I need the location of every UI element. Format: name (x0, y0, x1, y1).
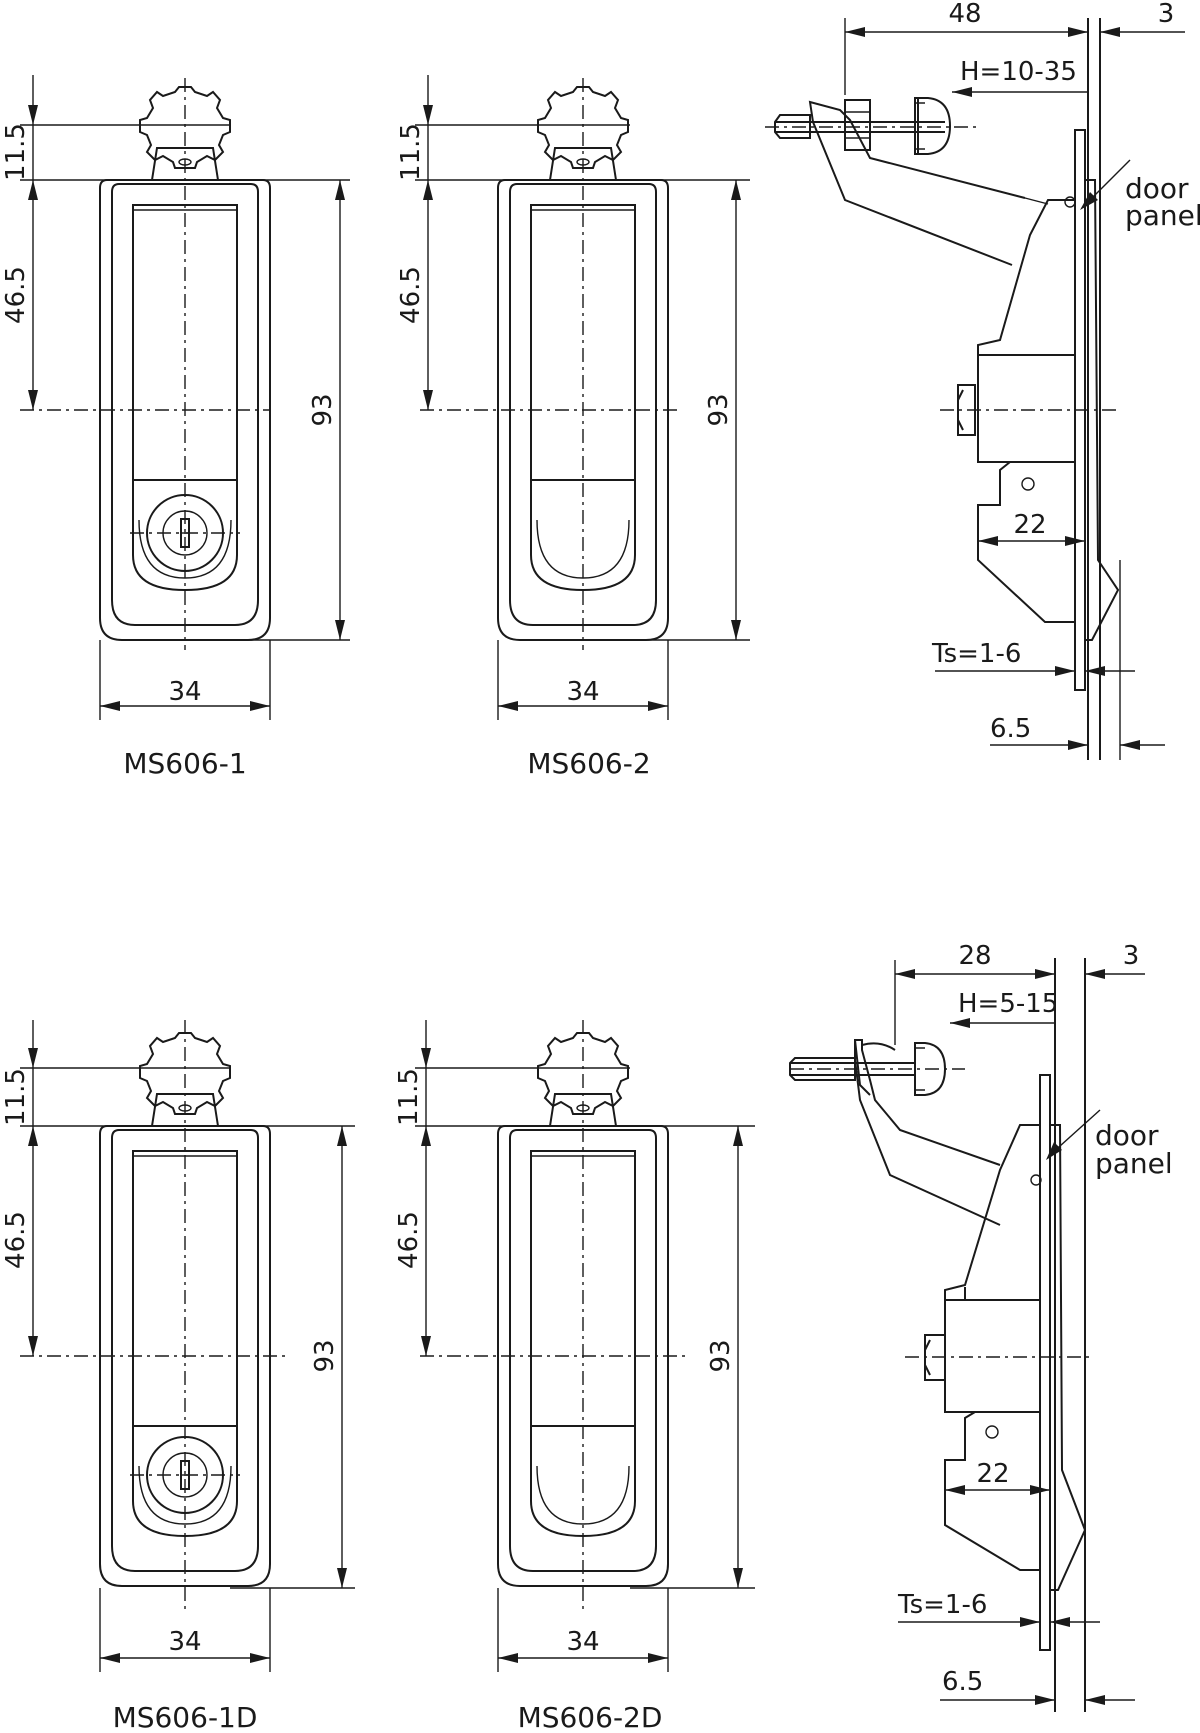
view-ms606-1: 11.5 46.5 93 34 MS606-1 (1, 75, 350, 780)
view-caption: MS606-2D (518, 1701, 663, 1733)
dim-top-height: 11.5 (394, 1068, 424, 1126)
view-ms606-1d: 11.5 46.5 93 34 MS606-1D (1, 1020, 355, 1733)
dim-3: 3 (1158, 0, 1175, 29)
dim-mid-height: 46.5 (396, 266, 426, 324)
view-caption: MS606-2 (527, 747, 650, 780)
dim-22: 22 (1013, 510, 1046, 540)
dim-total-height: 93 (308, 393, 338, 426)
dim-mid-height: 46.5 (1, 266, 31, 324)
dim-3: 3 (1123, 941, 1140, 971)
dim-6-5: 6.5 (990, 714, 1031, 744)
h-range-label: H=10-35 (960, 57, 1077, 87)
dim-width: 34 (566, 677, 599, 707)
dim-top-height: 11.5 (1, 1068, 31, 1126)
view-caption: MS606-1D (113, 1701, 258, 1733)
dim-width: 34 (566, 1627, 599, 1657)
dim-top-height: 11.5 (1, 123, 31, 181)
dim-top-height: 11.5 (396, 123, 426, 181)
h-range-label: H=5-15 (958, 989, 1058, 1019)
ts-label: Ts=1-6 (897, 1590, 987, 1620)
view-ms606-2d: 11.5 46.5 93 34 MS606-2D (394, 1020, 755, 1733)
side-view-bottom: 28 3 H=5-15 door panel 22 Ts=1-6 6.5 (789, 941, 1173, 1712)
dim-28: 28 (958, 941, 991, 971)
dim-22: 22 (976, 1459, 1009, 1489)
door-label-line2: panel (1125, 199, 1200, 232)
dim-mid-height: 46.5 (394, 1211, 424, 1269)
door-label-line1: door (1095, 1119, 1159, 1152)
dim-6-5: 6.5 (942, 1667, 983, 1697)
dim-total-height: 93 (706, 1339, 736, 1372)
ts-label: Ts=1-6 (931, 639, 1021, 669)
view-caption: MS606-1 (123, 747, 246, 780)
dim-total-height: 93 (310, 1339, 340, 1372)
dim-width: 34 (168, 677, 201, 707)
view-ms606-2: 11.5 46.5 93 34 MS606-2 (396, 75, 750, 780)
door-label-line2: panel (1095, 1147, 1173, 1180)
dim-mid-height: 46.5 (1, 1211, 31, 1269)
dim-48: 48 (948, 0, 981, 29)
dim-total-height: 93 (704, 393, 734, 426)
dim-width: 34 (168, 1627, 201, 1657)
door-label-line1: door (1125, 172, 1189, 205)
side-view-top: 48 3 H=10-35 door panel 22 Ts=1-6 6.5 (765, 0, 1200, 760)
